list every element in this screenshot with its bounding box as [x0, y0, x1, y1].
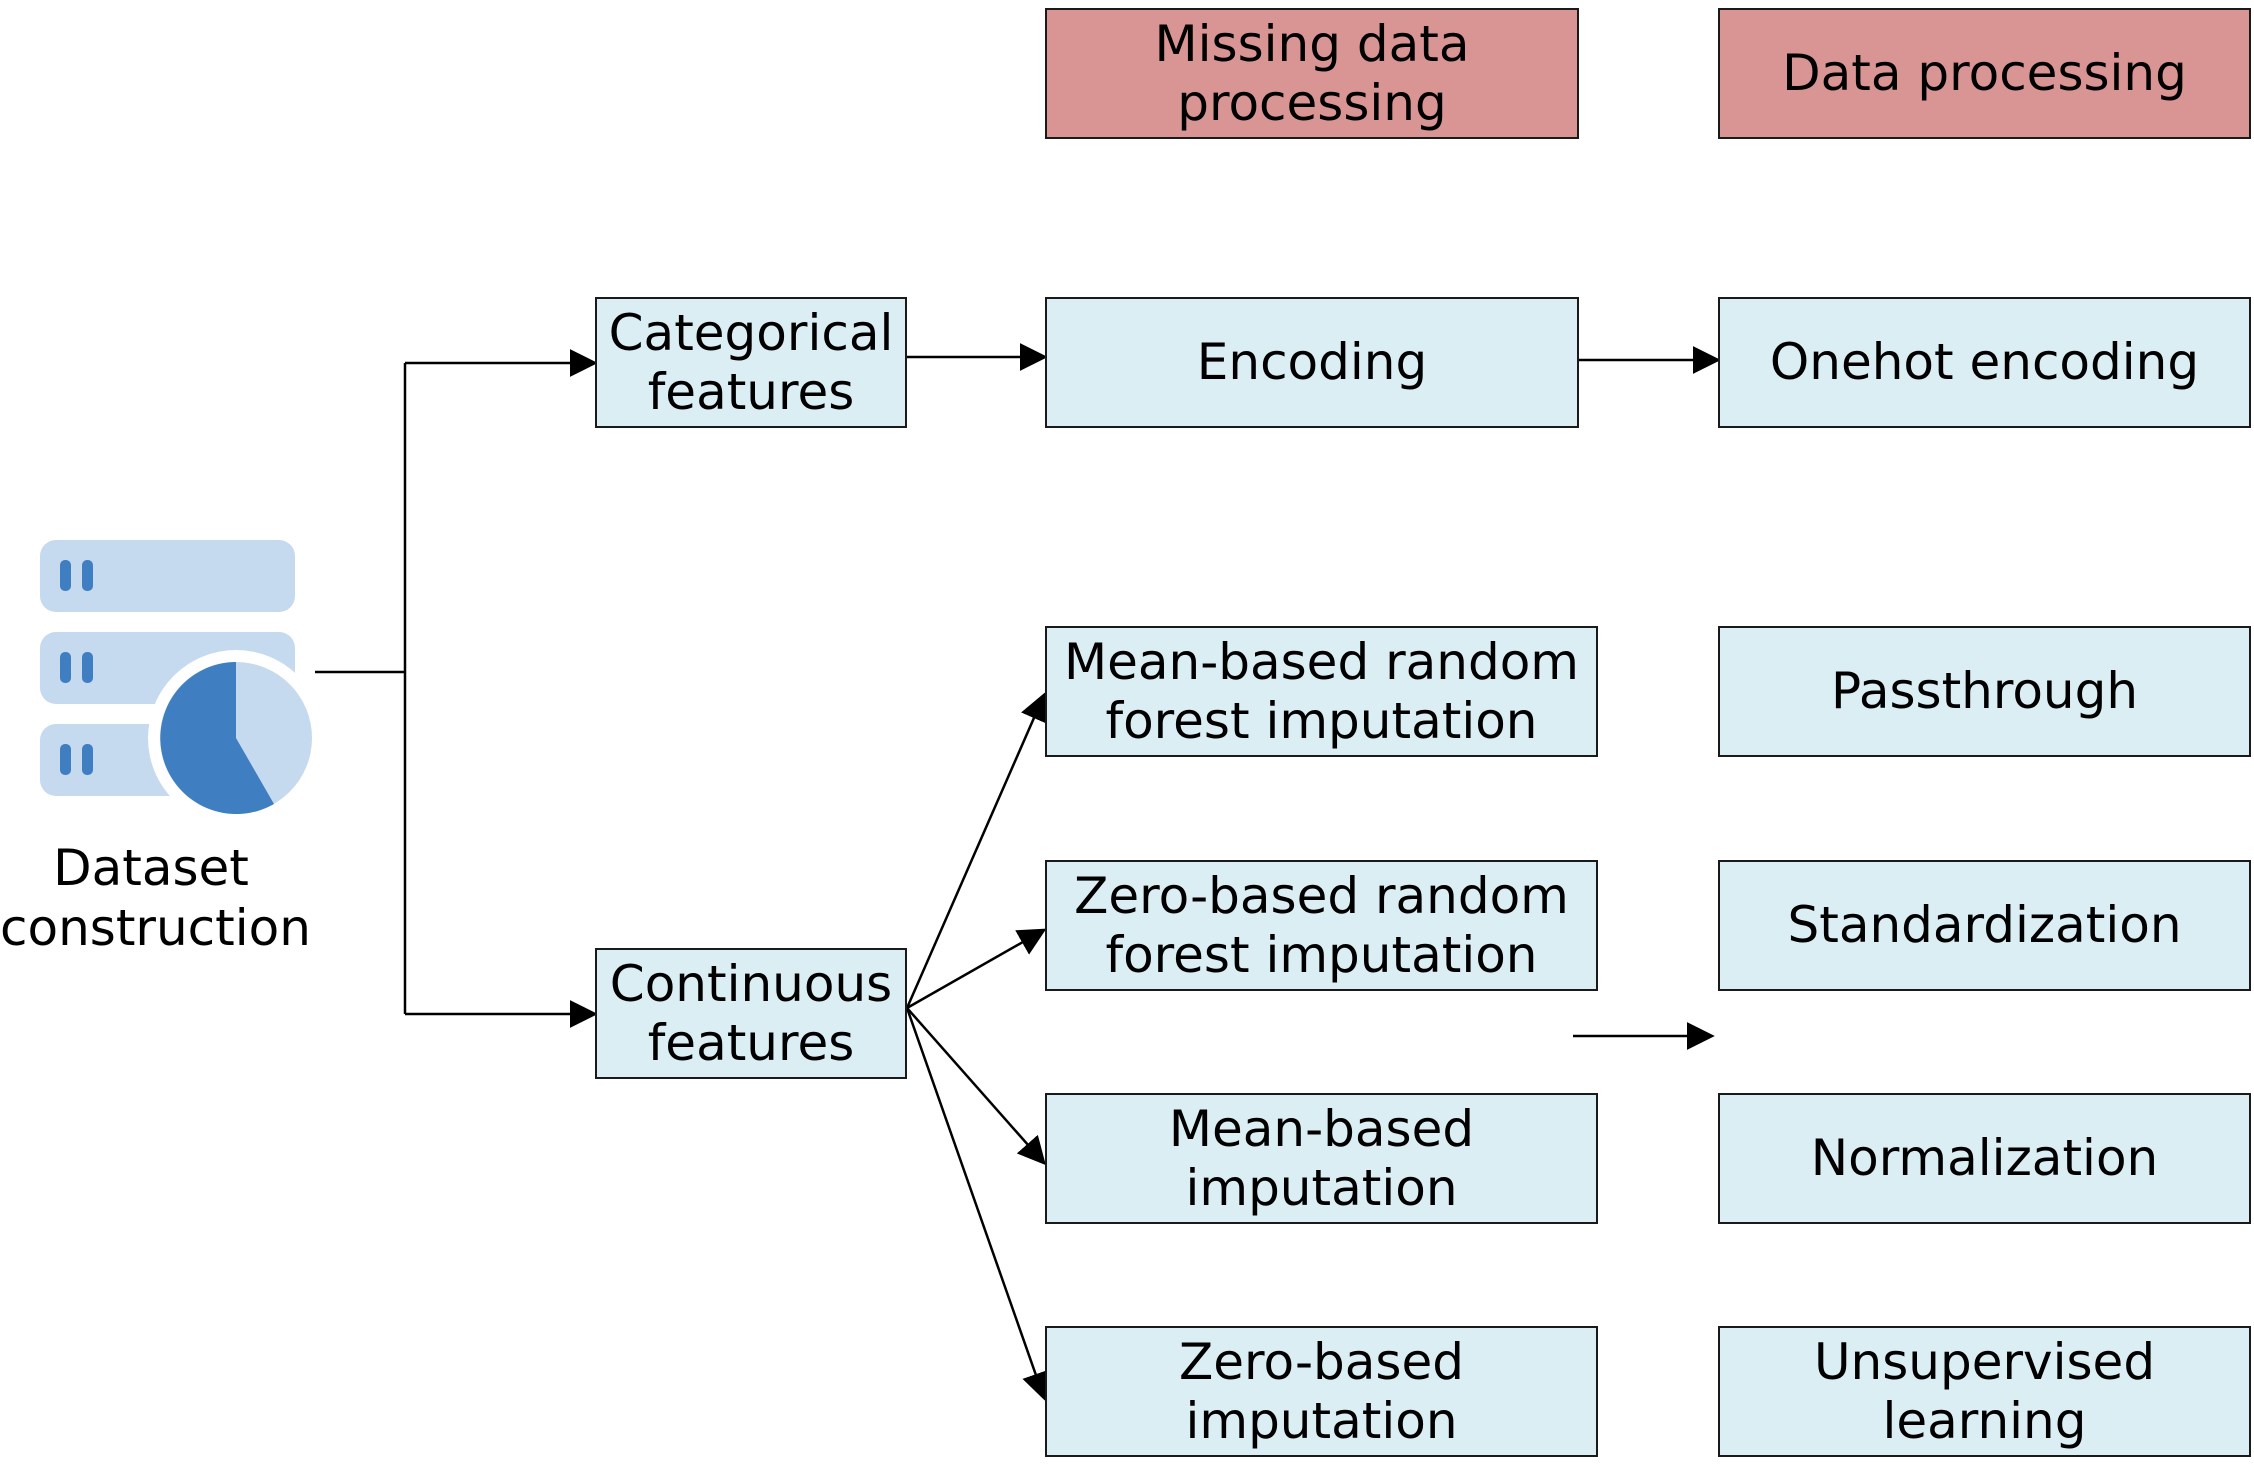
arrow-to-zero	[905, 1007, 1049, 1401]
node-onehot-encoding: Onehot encoding	[1718, 297, 2251, 428]
node-standardization: Standardization	[1718, 860, 2251, 991]
node-encoding: Encoding	[1045, 297, 1579, 428]
node-categorical-features: Categorical features	[595, 297, 907, 428]
arrow-to-zero-rf	[906, 928, 1047, 1010]
dataset-construction-label: Dataset construction	[0, 839, 311, 957]
node-zero-rf-imputation: Zero-based random forest imputation	[1045, 860, 1598, 991]
node-normalization: Normalization	[1718, 1093, 2251, 1224]
node-unsupervised-learning: Unsupervised learning	[1718, 1326, 2251, 1457]
node-zero-imputation: Zero-based imputation	[1045, 1326, 1598, 1457]
database-chart-icon	[40, 540, 324, 826]
node-mean-rf-imputation: Mean-based random forest imputation	[1045, 626, 1598, 757]
header-data-processing: Data processing	[1718, 8, 2251, 139]
node-continuous-features: Continuous features	[595, 948, 907, 1079]
node-mean-imputation: Mean-based imputation	[1045, 1093, 1598, 1224]
node-passthrough: Passthrough	[1718, 626, 2251, 757]
arrow-to-mean	[906, 1007, 1046, 1166]
arrow-to-mean-rf	[905, 692, 1047, 1009]
header-missing-data-processing: Missing data processing	[1045, 8, 1579, 139]
